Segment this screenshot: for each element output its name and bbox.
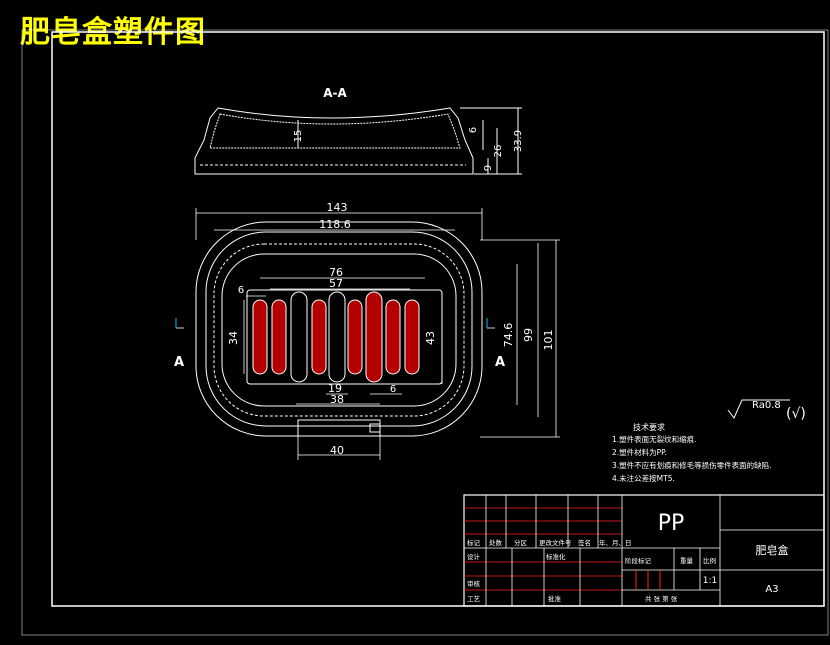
tech-item-3: 3.塑件不应有划痕和修毛等损伤零件表面的缺陷. xyxy=(612,460,772,470)
tech-item-2: 2.塑件材料为PP. xyxy=(612,447,667,457)
tb-review: 审核 xyxy=(467,579,481,588)
dim-74: 74.6 xyxy=(502,323,515,348)
section-arrows xyxy=(175,318,488,328)
dim-9-text: 9 xyxy=(483,165,494,171)
tb-approve: 批准 xyxy=(548,594,562,603)
tb-col-1: 标记 xyxy=(467,538,481,547)
tech-item-1: 1.塑件表面无裂纹和缩痕. xyxy=(612,434,697,444)
tb-scale: 1:1 xyxy=(703,576,717,586)
tb-col-6: 年、月、日 xyxy=(599,538,632,547)
tb-standardize: 标准化 xyxy=(546,552,566,561)
dim-38: 38 xyxy=(330,393,344,406)
roughness-mark: (√) xyxy=(786,406,806,422)
tb-part-name: 肥皂盒 xyxy=(756,543,789,557)
slot-1 xyxy=(252,299,268,375)
dim-101: 101 xyxy=(542,330,555,351)
tb-col-4: 更改文件号 xyxy=(539,538,572,547)
dim-118: 118.6 xyxy=(319,218,351,231)
section-view: A-A xyxy=(194,86,522,175)
drain-tab xyxy=(297,419,381,437)
tech-requirements: 技术要求 1.塑件表面无裂纹和缩痕. 2.塑件材料为PP. 3.塑件不应有划痕和… xyxy=(612,422,772,483)
plan-dim-lines xyxy=(175,208,560,460)
section-marker-left: A xyxy=(174,355,184,370)
tb-col-3: 分区 xyxy=(514,538,528,547)
tb-weight: 重量 xyxy=(680,557,694,565)
dim-34: 34 xyxy=(227,331,240,345)
tb-stage: 阶段标记 xyxy=(625,556,652,565)
section-dims: 15 26 33.9 9 6 xyxy=(293,127,524,171)
tb-col-2: 处数 xyxy=(489,538,503,547)
dim-6-right: 6 xyxy=(390,384,396,395)
dim-19: 19 xyxy=(328,382,342,395)
slot-3 xyxy=(290,291,308,383)
roughness-value: Ra0.8 xyxy=(752,400,781,411)
dim-57: 57 xyxy=(329,277,343,290)
dim-143: 143 xyxy=(327,201,348,214)
outline-inner-dashed xyxy=(213,243,465,417)
tech-item-4: 4.未注公差按MT5. xyxy=(612,473,675,483)
tb-material: PP xyxy=(658,511,685,536)
tb-design: 设计 xyxy=(467,552,481,561)
slot-7 xyxy=(365,291,383,383)
dim-40: 40 xyxy=(330,444,344,457)
outline-mid xyxy=(205,231,473,427)
section-inner-profile xyxy=(209,113,461,149)
roughness-symbol xyxy=(727,399,790,419)
tb-sheet-size: A3 xyxy=(765,584,778,595)
plan-dims: 143 118.6 76 57 6 34 43 74.6 99 101 19 3… xyxy=(174,201,555,457)
dim-76: 76 xyxy=(329,266,343,279)
outline-inner xyxy=(221,253,457,407)
slots xyxy=(252,291,420,383)
sheet-edge xyxy=(21,29,829,636)
dim-43: 43 xyxy=(424,331,437,345)
section-label: A-A xyxy=(323,86,347,100)
slot-8 xyxy=(385,299,401,375)
title-block xyxy=(463,494,825,607)
slot-5 xyxy=(328,291,346,383)
tb-ratio: 比例 xyxy=(703,556,716,565)
dim-15-text: 15 xyxy=(293,130,304,143)
dim-26-text: 26 xyxy=(493,145,504,158)
section-marker-right: A xyxy=(495,355,505,370)
tb-sheets: 共 张 第 张 xyxy=(645,594,678,603)
tb-process: 工艺 xyxy=(467,595,481,603)
dim-99: 99 xyxy=(522,328,535,342)
drain-tab-end xyxy=(369,423,381,433)
tb-col-5: 签名 xyxy=(578,538,591,547)
slot-6 xyxy=(347,299,363,375)
dim-33-text: 33.9 xyxy=(513,130,524,152)
tech-heading: 技术要求 xyxy=(633,422,665,432)
dim-6-top-text: 6 xyxy=(468,127,479,133)
section-outer-profile xyxy=(194,107,474,175)
slot-9 xyxy=(404,299,420,375)
drawing-border xyxy=(51,31,825,607)
slot-2 xyxy=(271,299,287,375)
slot-4 xyxy=(311,299,327,375)
title-block-text: 标记 处数 分区 更改文件号 签名 年、月、日 设计 标准化 阶段标记 重量 比… xyxy=(467,538,716,603)
dim-6-left: 6 xyxy=(238,285,244,296)
